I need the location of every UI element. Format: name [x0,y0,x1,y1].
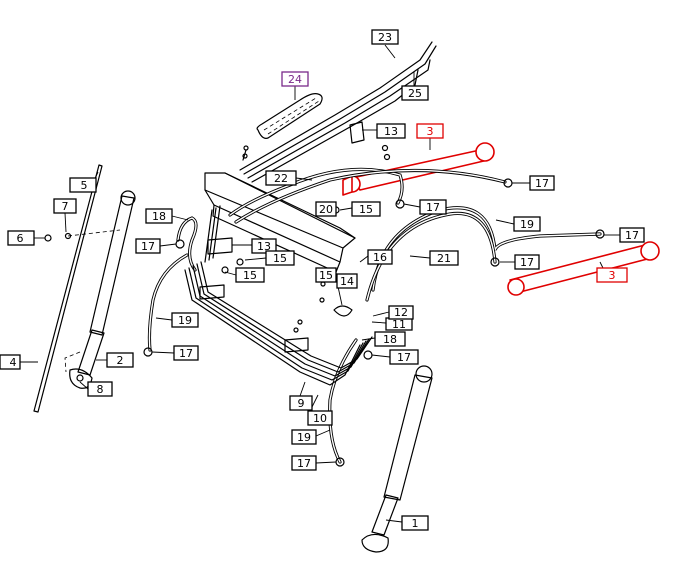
callout-17-d[interactable]: 17 [514,254,540,270]
callout-17-g[interactable]: 17 [389,349,419,365]
svg-text:17: 17 [625,229,639,242]
hose-bundle-upper[interactable] [239,41,437,183]
hose-19-left[interactable] [147,253,189,352]
hose-22b[interactable] [234,168,507,224]
svg-text:7: 7 [62,200,69,213]
tube-bundle-9-10[interactable] [184,205,373,386]
part-4-rod[interactable] [33,164,103,413]
callout-15-d[interactable]: 15 [315,267,337,283]
callout-18-a[interactable]: 18 [145,208,173,224]
svg-text:15: 15 [359,203,373,216]
part-1-cylinder[interactable] [361,365,433,553]
svg-text:2: 2 [117,354,124,367]
clamp-center[interactable] [199,284,309,353]
callout-5[interactable]: 5 [69,177,97,193]
callout-17-c[interactable]: 17 [619,227,645,243]
callout-7[interactable]: 7 [53,198,77,214]
svg-text:22: 22 [274,172,288,185]
callout-12[interactable]: 12 [388,305,414,320]
callout-17-b[interactable]: 17 [419,199,447,215]
callout-23[interactable]: 23 [371,29,399,45]
callout-15-b[interactable]: 15 [265,250,295,266]
callout-3-upper[interactable]: 3 [416,123,444,139]
svg-text:19: 19 [520,218,534,231]
hose-19-lower[interactable] [328,338,358,464]
callout-1[interactable]: 1 [401,515,429,531]
callout-3-lower[interactable]: 3 [596,267,628,283]
svg-text:19: 19 [297,431,311,444]
svg-text:17: 17 [179,347,193,360]
svg-text:24: 24 [288,73,302,86]
callout-19-b[interactable]: 19 [513,216,541,232]
part-3-cylinder-lower[interactable] [507,241,660,296]
callout-6[interactable]: 6 [7,230,35,246]
svg-text:3: 3 [427,125,434,138]
svg-text:18: 18 [152,210,166,223]
svg-text:1: 1 [412,517,419,530]
svg-text:17: 17 [535,177,549,190]
clamp-13-lower[interactable] [207,237,233,255]
callout-18-b[interactable]: 18 [374,331,406,347]
svg-text:17: 17 [297,457,311,470]
svg-text:15: 15 [319,269,333,282]
callout-19-a[interactable]: 19 [171,312,199,328]
svg-text:17: 17 [397,351,411,364]
hose-22[interactable] [228,167,404,217]
svg-text:18: 18 [383,333,397,346]
svg-text:5: 5 [81,179,88,192]
callout-14[interactable]: 14 [336,273,358,289]
callout-17-e[interactable]: 17 [135,238,161,254]
callout-17-h[interactable]: 17 [291,455,317,471]
callout-21[interactable]: 21 [429,250,459,266]
svg-text:20: 20 [319,203,333,216]
callout-9[interactable]: 9 [289,395,313,411]
svg-text:10: 10 [313,412,327,425]
callout-16[interactable]: 16 [367,249,393,265]
hose-19-right[interactable] [371,206,602,292]
svg-text:25: 25 [408,87,422,100]
callout-20[interactable]: 20 [315,201,337,217]
callout-15-c[interactable]: 15 [235,267,265,283]
callout-8[interactable]: 8 [87,381,113,397]
svg-text:21: 21 [437,252,451,265]
svg-text:6: 6 [17,232,24,245]
svg-text:12: 12 [394,306,408,319]
callout-24[interactable]: 24 [281,71,309,87]
svg-text:17: 17 [520,256,534,269]
fittings [44,178,605,467]
svg-text:11: 11 [392,318,406,331]
svg-text:23: 23 [378,31,392,44]
clamp-13-upper[interactable] [349,121,391,161]
callout-22[interactable]: 22 [265,170,297,186]
callout-25[interactable]: 25 [401,85,429,101]
hose-18-loop[interactable] [176,216,198,272]
svg-text:9: 9 [298,397,305,410]
svg-text:13: 13 [384,125,398,138]
callout-2[interactable]: 2 [106,352,134,368]
callout-4[interactable]: 4 [0,354,21,370]
callout-17-a[interactable]: 17 [529,175,555,191]
part-24-guard[interactable] [256,93,323,139]
callout-15-a[interactable]: 15 [351,201,381,217]
callout-17-f[interactable]: 17 [173,345,199,361]
svg-text:16: 16 [373,251,387,264]
callout-11[interactable]: 11 [385,317,413,331]
svg-text:15: 15 [243,269,257,282]
svg-text:4: 4 [10,356,17,369]
svg-text:15: 15 [273,252,287,265]
svg-text:17: 17 [426,201,440,214]
svg-text:3: 3 [609,269,616,282]
svg-text:14: 14 [340,275,354,288]
svg-text:19: 19 [178,314,192,327]
svg-text:17: 17 [141,240,155,253]
callout-19-c[interactable]: 19 [291,429,317,445]
callout-10[interactable]: 10 [307,410,333,426]
svg-text:8: 8 [97,383,104,396]
svg-text:13: 13 [257,240,271,253]
callout-13-lower[interactable]: 13 [251,238,277,254]
part-14-clamp[interactable] [333,305,353,317]
cross-beam[interactable] [204,172,356,273]
callout-13-upper[interactable]: 13 [376,123,406,139]
